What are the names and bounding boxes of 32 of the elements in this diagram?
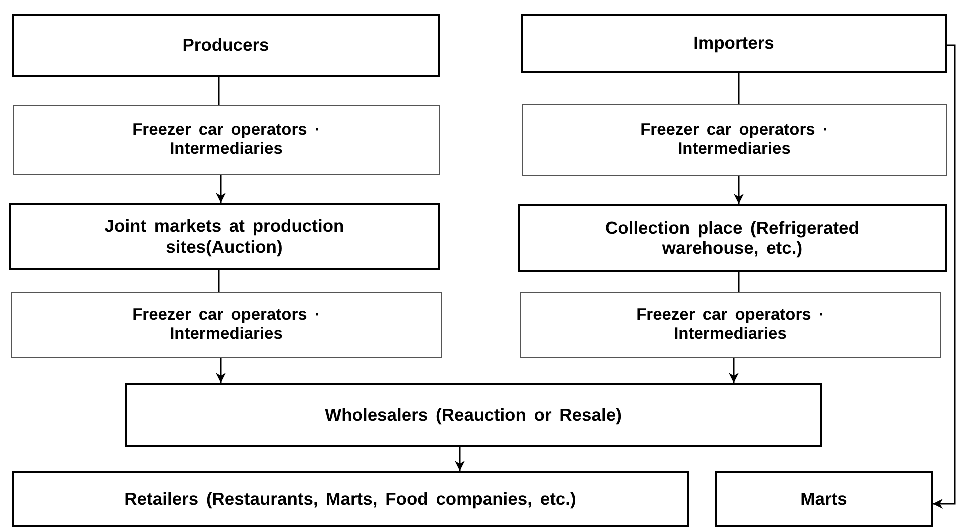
connector-line bbox=[218, 77, 220, 105]
node-label: Freezer car operators · Intermediaries bbox=[132, 121, 322, 159]
connector-line bbox=[218, 270, 220, 292]
process-box bbox=[518, 204, 947, 272]
connector-line bbox=[738, 272, 740, 292]
node-label: Freezer car operators · Intermediaries bbox=[640, 121, 830, 159]
arrow bbox=[729, 358, 739, 383]
node-label: Producers bbox=[182, 35, 270, 56]
arrow bbox=[455, 447, 465, 471]
node-label: Freezer car operators · Intermediaries bbox=[636, 306, 826, 344]
node-label: Wholesalers (Reauction or Resale) bbox=[325, 404, 622, 426]
arrow bbox=[216, 175, 226, 203]
node-label: Importers bbox=[694, 33, 774, 54]
intermediary-box bbox=[13, 105, 440, 175]
intermediary-box bbox=[11, 292, 442, 358]
process-box bbox=[715, 471, 933, 527]
process-box bbox=[12, 471, 689, 527]
node-label: Marts bbox=[800, 488, 848, 510]
process-box bbox=[12, 14, 440, 77]
arrow bbox=[734, 176, 744, 204]
arrow bbox=[933, 44, 956, 509]
connector-line bbox=[738, 73, 740, 104]
intermediary-box bbox=[520, 292, 941, 358]
process-box bbox=[125, 383, 822, 447]
node-label: Collection place (Refrigerated warehouse, etc.) bbox=[604, 218, 860, 258]
arrow bbox=[216, 358, 226, 383]
node-label: Freezer car operators · Intermediaries bbox=[132, 306, 322, 344]
process-box bbox=[521, 14, 947, 73]
node-label: Joint markets at production sites(Auction) bbox=[104, 216, 346, 257]
process-box bbox=[9, 203, 440, 270]
intermediary-box bbox=[522, 104, 947, 176]
node-label: Retailers (Restaurants, Marts, Food companies, etc.) bbox=[124, 488, 576, 510]
